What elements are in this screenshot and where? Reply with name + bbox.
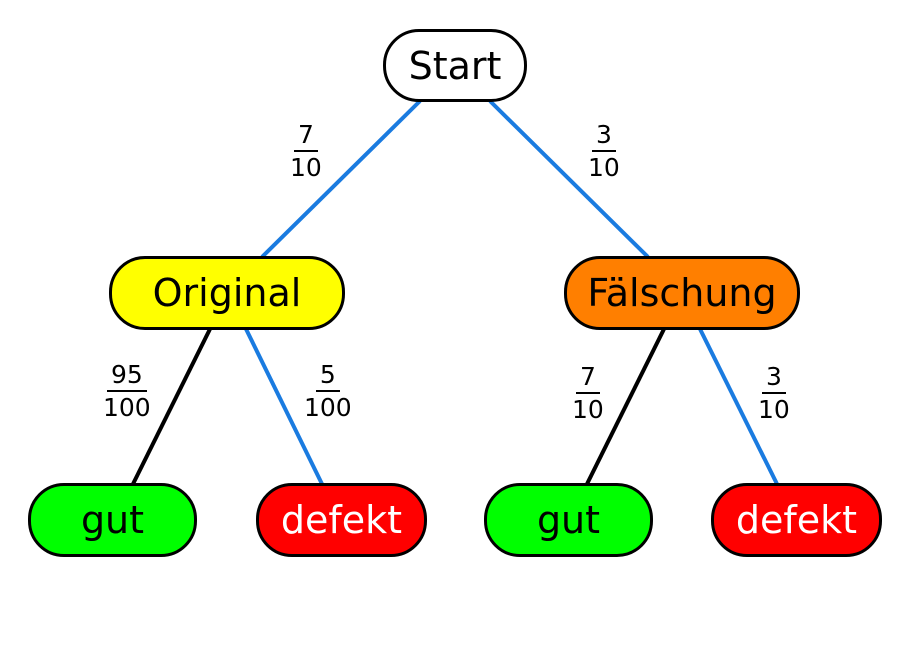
node-defekt-right: defekt xyxy=(711,483,882,557)
edge-start-faelschung xyxy=(488,99,650,259)
prob-numerator: 7 xyxy=(575,364,600,394)
prob-original-defekt: 5 100 xyxy=(300,362,356,420)
prob-original-gut: 95 100 xyxy=(99,362,155,420)
prob-start-original: 7 10 xyxy=(286,122,326,180)
node-gut-right-label: gut xyxy=(536,498,601,542)
node-defekt-left-label: defekt xyxy=(280,498,403,542)
prob-denominator: 10 xyxy=(588,153,620,182)
prob-numerator: 3 xyxy=(761,364,786,394)
node-faelschung-label: Fälschung xyxy=(587,271,777,315)
node-gut-right: gut xyxy=(484,483,653,557)
prob-denominator: 10 xyxy=(290,153,322,182)
edge-original-defekt xyxy=(244,328,324,485)
node-gut-left: gut xyxy=(28,483,197,557)
prob-denominator: 100 xyxy=(103,393,151,422)
prob-numerator: 3 xyxy=(591,122,616,152)
node-gut-left-label: gut xyxy=(80,498,145,542)
prob-denominator: 10 xyxy=(758,395,790,424)
prob-numerator: 7 xyxy=(293,122,318,152)
prob-numerator: 95 xyxy=(106,362,147,392)
node-start: Start xyxy=(383,29,527,102)
prob-denominator: 10 xyxy=(572,395,604,424)
edge-start-original xyxy=(260,99,422,259)
node-start-label: Start xyxy=(408,43,502,88)
node-original-label: Original xyxy=(152,271,302,315)
prob-faelschung-defekt: 3 10 xyxy=(754,364,794,422)
node-defekt-left: defekt xyxy=(256,483,427,557)
node-faelschung: Fälschung xyxy=(564,256,800,330)
prob-denominator: 100 xyxy=(304,393,352,422)
edge-faelschung-gut xyxy=(585,328,666,485)
node-original: Original xyxy=(109,256,345,330)
edge-original-gut xyxy=(131,328,212,485)
node-defekt-right-label: defekt xyxy=(735,498,858,542)
prob-numerator: 5 xyxy=(315,362,340,392)
edge-faelschung-defekt xyxy=(698,328,779,485)
prob-faelschung-gut: 7 10 xyxy=(568,364,608,422)
prob-start-faelschung: 3 10 xyxy=(584,122,624,180)
